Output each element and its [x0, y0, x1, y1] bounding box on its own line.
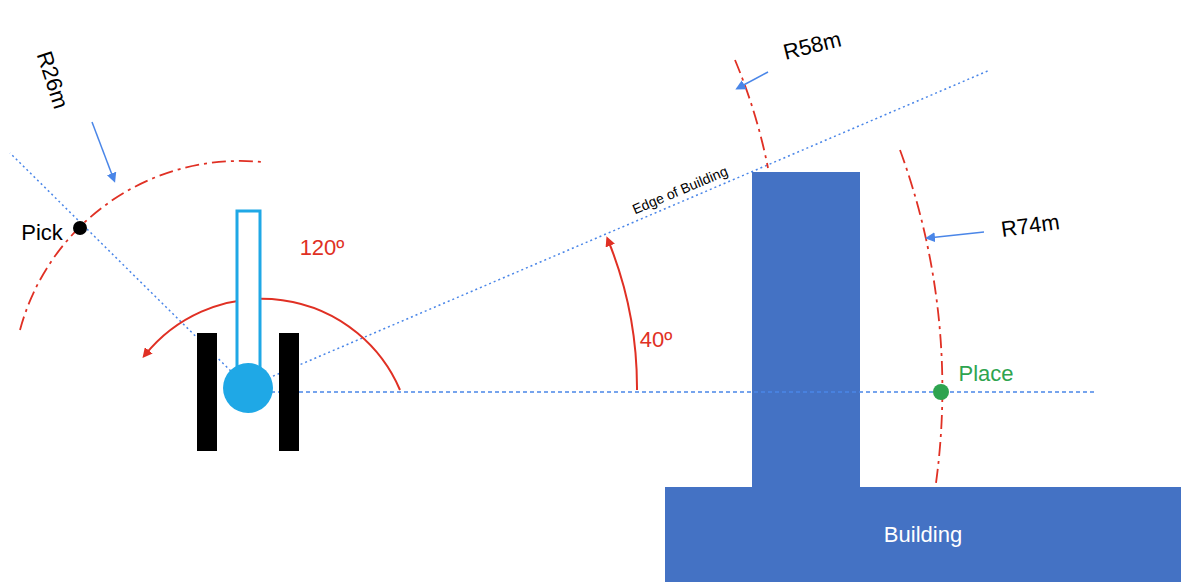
node-label: Building [884, 522, 962, 548]
building-tower [752, 172, 860, 490]
leader-arrow [92, 122, 114, 180]
leader-arrow [928, 232, 984, 238]
reference-line [250, 391, 1097, 393]
crane-slew [223, 363, 273, 413]
angle-arc [145, 299, 400, 390]
place-point [933, 384, 949, 400]
angle-label: 40º [640, 329, 673, 351]
building-base: Building [665, 487, 1181, 582]
crane-track [279, 333, 299, 451]
line-label: Edge of Building [627, 162, 733, 219]
edge-line [250, 70, 990, 386]
point-label: Place [958, 363, 1013, 385]
point-label: Pick [21, 222, 63, 244]
crane-track [197, 333, 217, 451]
radius-arc [20, 161, 262, 330]
angle-label: 120º [300, 237, 345, 259]
leader-arrow [738, 72, 768, 88]
radius-label: R58m [781, 28, 843, 64]
radius-arc [900, 150, 942, 490]
radius-arc [735, 60, 768, 168]
radius-label: R26m [32, 49, 71, 112]
crane-boom [237, 211, 260, 371]
radius-label: R74m [999, 211, 1060, 241]
angle-arc [608, 240, 637, 390]
pick-point [73, 221, 87, 235]
